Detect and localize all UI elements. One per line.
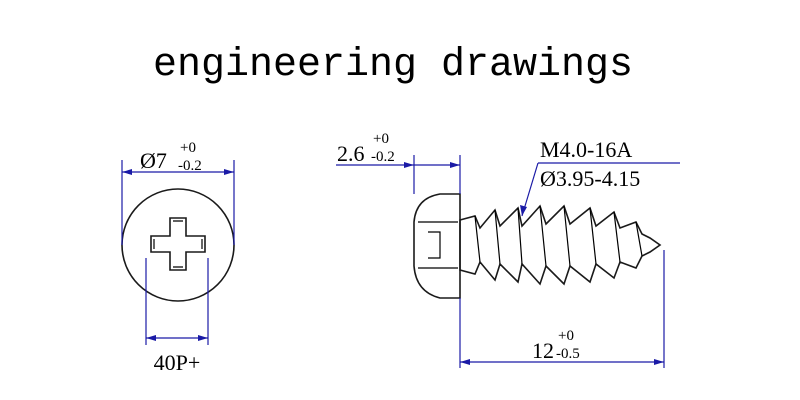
thread-helix-lines [474,205,643,267]
diameter-label: Ø7 [140,148,167,173]
length-tol-lower: -0.5 [556,346,580,362]
head-circle [121,188,235,302]
head-height-arrow-right [450,162,460,168]
length-tol-upper: +0 [558,328,574,344]
screw-thread-profile [459,204,662,286]
head-recess-shape [428,231,441,259]
thread-diameter: Ø3.95-4.15 [540,166,640,191]
phillips-cross-icon [150,217,206,271]
head-view: Ø7 +0 -0.2 40P+ [121,140,235,375]
screw-head-profile [413,193,461,299]
head-recess-lines [418,221,458,269]
drawing-title: engineering drawings [153,43,633,88]
length-label: 12 [532,338,554,363]
recess-shading [153,220,203,268]
drive-arrow-right [198,335,208,341]
side-view: 2.6 +0 -0.2 M4.0-16A Ø3.95-4.15 12 +0 -0… [336,131,680,368]
head-height-tol-upper: +0 [373,131,389,147]
drive-arrow-left [146,335,156,341]
diameter-tol-upper: +0 [180,140,196,156]
arrow-left [122,169,132,175]
head-height-label: 2.6 [337,141,365,166]
thread-leader-arrow [520,205,527,216]
head-height-arrow-left [404,162,414,168]
drive-label: 40P+ [154,350,201,375]
diameter-tol-lower: -0.2 [178,158,202,174]
length-arrow-right [654,359,664,365]
thread-spec: M4.0-16A [540,137,632,162]
head-height-tol-lower: -0.2 [371,149,395,165]
length-arrow-left [460,359,470,365]
arrow-right [224,169,234,175]
